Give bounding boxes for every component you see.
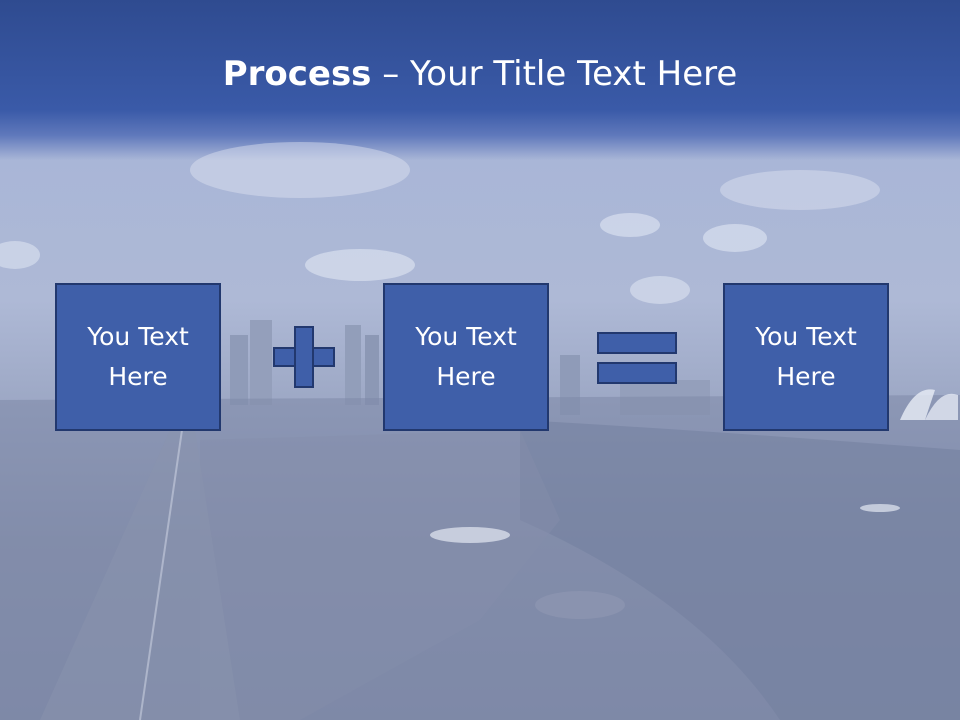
process-box-3: You Text Here	[723, 283, 889, 431]
process-box-2: You Text Here	[383, 283, 549, 431]
process-box-1-text: You Text Here	[68, 317, 208, 397]
process-box-3-text: You Text Here	[736, 317, 876, 397]
process-box-2-line1: You Text	[415, 322, 517, 351]
process-box-3-line1: You Text	[755, 322, 857, 351]
plus-icon	[273, 326, 335, 388]
slide-title: Process – Your Title Text Here	[0, 50, 960, 98]
equals-icon	[597, 332, 677, 384]
process-box-1-line2: Here	[108, 362, 168, 391]
process-box-1: You Text Here	[55, 283, 221, 431]
process-box-3-line2: Here	[776, 362, 836, 391]
process-box-1-line1: You Text	[87, 322, 189, 351]
process-box-2-text: You Text Here	[396, 317, 536, 397]
title-bold-text: Process	[222, 54, 372, 94]
title-rest-text: – Your Title Text Here	[371, 54, 738, 94]
process-box-2-line2: Here	[436, 362, 496, 391]
